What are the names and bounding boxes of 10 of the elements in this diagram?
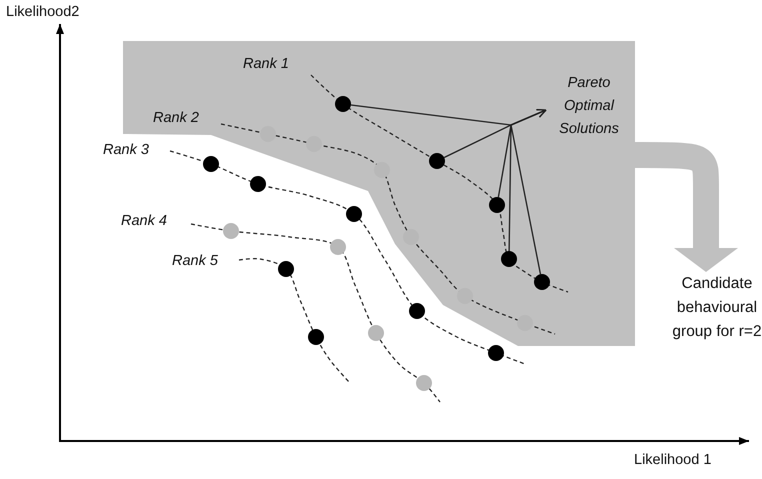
rank-label: Rank 3 [103,142,149,158]
axis-title: Likelihood 1 [634,452,712,468]
callout-text: Pareto Optimal Solutions [558,74,620,139]
leader-line [510,109,547,274]
rank-label: Rank 2 [153,110,199,126]
rank-label: Rank 4 [121,213,167,229]
rank-label: Rank 1 [243,56,289,72]
caption-text: Candidate behavioural group for r=2 [672,274,762,342]
rank-label: Rank 5 [172,253,218,269]
axis-title: Likelihood2 [6,4,80,20]
